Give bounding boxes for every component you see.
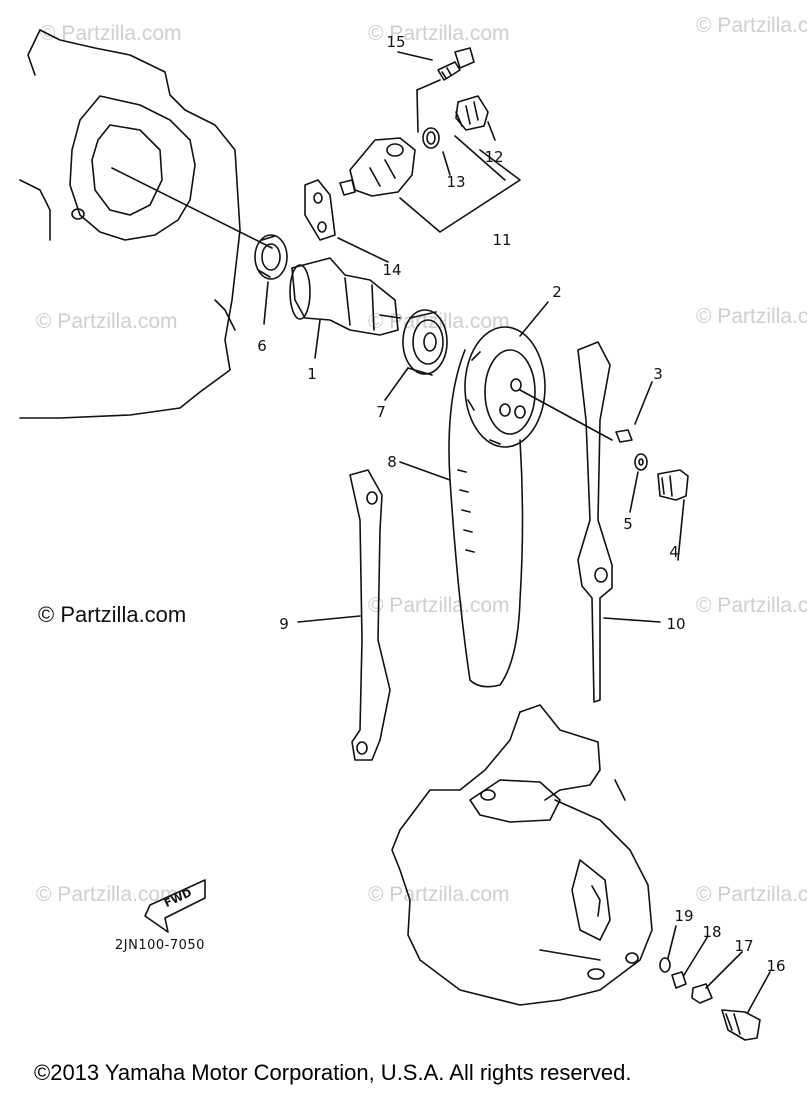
bolt-15 [437,47,475,81]
tensioner-11 [339,137,416,197]
callout-bracket [399,79,521,233]
watermark: © Partzilla.com [696,14,807,37]
callout-10: 10 [666,615,686,633]
watermark: © Partzilla.com [696,883,807,906]
bearing-6 [254,234,288,280]
watermark: © Partzilla.com [36,883,178,906]
leader-line [111,167,273,249]
cam-sprocket-2 [464,326,546,448]
callout-17: 17 [734,937,754,955]
callout-8: 8 [387,453,397,471]
callout-4: 4 [669,543,679,561]
callout-1: 1 [307,365,317,383]
callout-5: 5 [623,515,633,533]
callout-3: 3 [653,365,663,383]
callout-13: 13 [446,173,466,191]
chain-guide-9 [349,469,391,761]
watermark-primary: © Partzilla.com [38,602,187,627]
watermark: © Partzilla.com [368,594,510,617]
washer-5 [634,453,648,471]
diagram-code: 2JN100-7050 [115,938,205,953]
o-ring-13 [422,127,440,149]
callout-14: 14 [382,261,402,279]
callout-2: 2 [552,283,562,301]
fwd-arrow-icon [144,879,206,933]
copyright-notice: ©2013 Yamaha Motor Corporation, U.S.A. A… [34,1060,632,1085]
callout-11: 11 [492,231,512,249]
crankcase-outline [391,704,653,1006]
bolt-4 [657,469,689,501]
watermark: © Partzilla.com [36,310,178,333]
callout-16: 16 [766,957,786,975]
timing-chain-8 [448,349,524,688]
plug-bolt-12 [455,95,489,131]
watermark: © Partzilla.com [696,594,807,617]
watermark: © Partzilla.com [368,883,510,906]
pin-3 [615,429,633,443]
callout-18: 18 [702,923,722,941]
callout-19: 19 [674,907,694,925]
callout-12: 12 [484,148,504,166]
bearing-7 [402,309,448,376]
watermark: © Partzilla.com [40,22,182,45]
callout-15: 15 [386,33,406,51]
camshaft-1 [289,257,401,336]
callout-7: 7 [376,403,386,421]
callout-9: 9 [279,615,289,633]
callout-leaders [263,51,771,1013]
watermark: © Partzilla.com [368,22,510,45]
screw-16 [721,1009,761,1041]
gasket-14 [304,179,336,241]
watermark: © Partzilla.com [368,310,510,333]
callout-6: 6 [257,337,267,355]
o-ring-19 [659,957,671,973]
watermark: © Partzilla.com [696,305,807,328]
cylinder-head-outline [19,29,241,419]
washer-17 [691,983,713,1004]
nut-18 [671,971,687,989]
chain-tensioner-guide-10 [577,341,613,703]
